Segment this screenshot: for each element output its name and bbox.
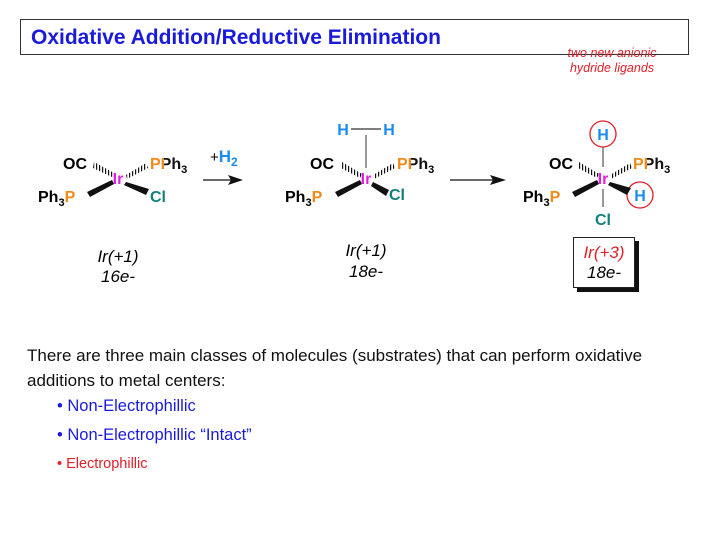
intro-text: There are three main classes of molecule…: [27, 346, 643, 390]
slide-title: Oxidative Addition/Reductive Elimination: [31, 26, 441, 49]
svg-text:Ph3P: Ph3P: [285, 189, 323, 209]
hashed-bond: [578, 162, 599, 178]
subscript: 3: [664, 164, 670, 176]
svg-text:PPh3: PPh3: [150, 156, 187, 176]
subscript: 2: [231, 155, 238, 169]
complex-2: H H Ir OC PPh3 Ph3P Cl Ir(+1) 18e-: [285, 122, 434, 281]
subscript: 3: [181, 164, 187, 176]
annotation-line1: two new anionic: [568, 46, 658, 60]
hydride-top: H: [597, 127, 609, 144]
title-box: Oxidative Addition/Reductive Elimination: [20, 19, 689, 55]
wedge-bond: [335, 180, 362, 197]
hashed-bond: [373, 163, 395, 179]
bullet-non-electrophilic: • Non-Electrophillic: [57, 397, 196, 415]
wedge-bond: [371, 182, 389, 196]
ph3p-ph: Ph: [285, 189, 305, 206]
hashed-bond: [93, 162, 116, 178]
hashed-bond: [610, 163, 632, 179]
bullet-non-electrophilic-intact: • Non-Electrophillic “Intact”: [57, 426, 252, 444]
cl-ligand: Cl: [389, 187, 405, 204]
hashed-bond: [126, 163, 148, 179]
svg-text:PPh3: PPh3: [633, 156, 670, 176]
oxidation-state: Ir(+1): [97, 247, 138, 266]
iridium-atom: Ir: [598, 171, 609, 188]
pph3-ligand: PPh: [633, 156, 664, 173]
svg-text:Ph3P: Ph3P: [523, 189, 561, 209]
ph3p-ph: Ph: [523, 189, 543, 206]
bullet-electrophilic: • Electrophillic: [57, 456, 148, 472]
hashed-bond: [341, 162, 362, 178]
oxidation-state: Ir(+1): [345, 241, 386, 260]
reaction-arrow-2: [450, 175, 506, 185]
h-atom: H: [383, 122, 395, 139]
pph3-ligand: PPh: [397, 156, 428, 173]
reaction-scheme: two new anionic hydride ligands Ir OC PP…: [38, 46, 670, 286]
h-atom: H: [337, 122, 349, 139]
wedge-bond: [572, 180, 599, 197]
reaction-arrow-1: +H2: [203, 147, 243, 185]
svg-text:+H2: +H2: [210, 147, 238, 169]
annotation-line2: hydride ligands: [570, 61, 654, 75]
subscript: 3: [58, 197, 64, 209]
svg-text:PPh3: PPh3: [397, 156, 434, 176]
complex-3: H Ir OC PPh3 Ph3P H Cl: [523, 120, 670, 229]
co-ligand: OC: [549, 156, 573, 173]
oxidation-state-box: Ir(+3) 18e-: [573, 237, 635, 288]
iridium-atom: Ir: [361, 171, 372, 188]
hydride-right: H: [634, 188, 646, 205]
wedge-bond: [608, 182, 631, 195]
reagent-h: H: [219, 147, 231, 166]
cl-ligand: Cl: [595, 212, 611, 229]
subscript: 3: [428, 164, 434, 176]
oxidation-state: Ir(+3): [583, 243, 624, 262]
p-atom: P: [550, 189, 561, 206]
electron-count: 18e-: [349, 262, 383, 281]
ph3p-ph: Ph: [38, 189, 58, 206]
subscript: 3: [305, 197, 311, 209]
co-ligand: OC: [63, 156, 87, 173]
wedge-bond: [124, 182, 149, 195]
co-ligand: OC: [310, 156, 334, 173]
cl-ligand: Cl: [150, 189, 166, 206]
p-atom: P: [312, 189, 323, 206]
p-atom: P: [65, 189, 76, 206]
iridium-atom: Ir: [113, 171, 124, 188]
electron-count: 18e-: [587, 263, 621, 282]
complex-1: Ir OC PPh3 Ph3P Cl Ir(+1) 16e-: [38, 156, 187, 286]
svg-text:Ph3P: Ph3P: [38, 189, 76, 209]
electron-count: 16e-: [101, 267, 135, 286]
pph3-ligand: PPh: [150, 156, 181, 173]
wedge-bond: [87, 180, 114, 197]
subscript: 3: [543, 197, 549, 209]
plus-sign: +: [210, 149, 219, 166]
